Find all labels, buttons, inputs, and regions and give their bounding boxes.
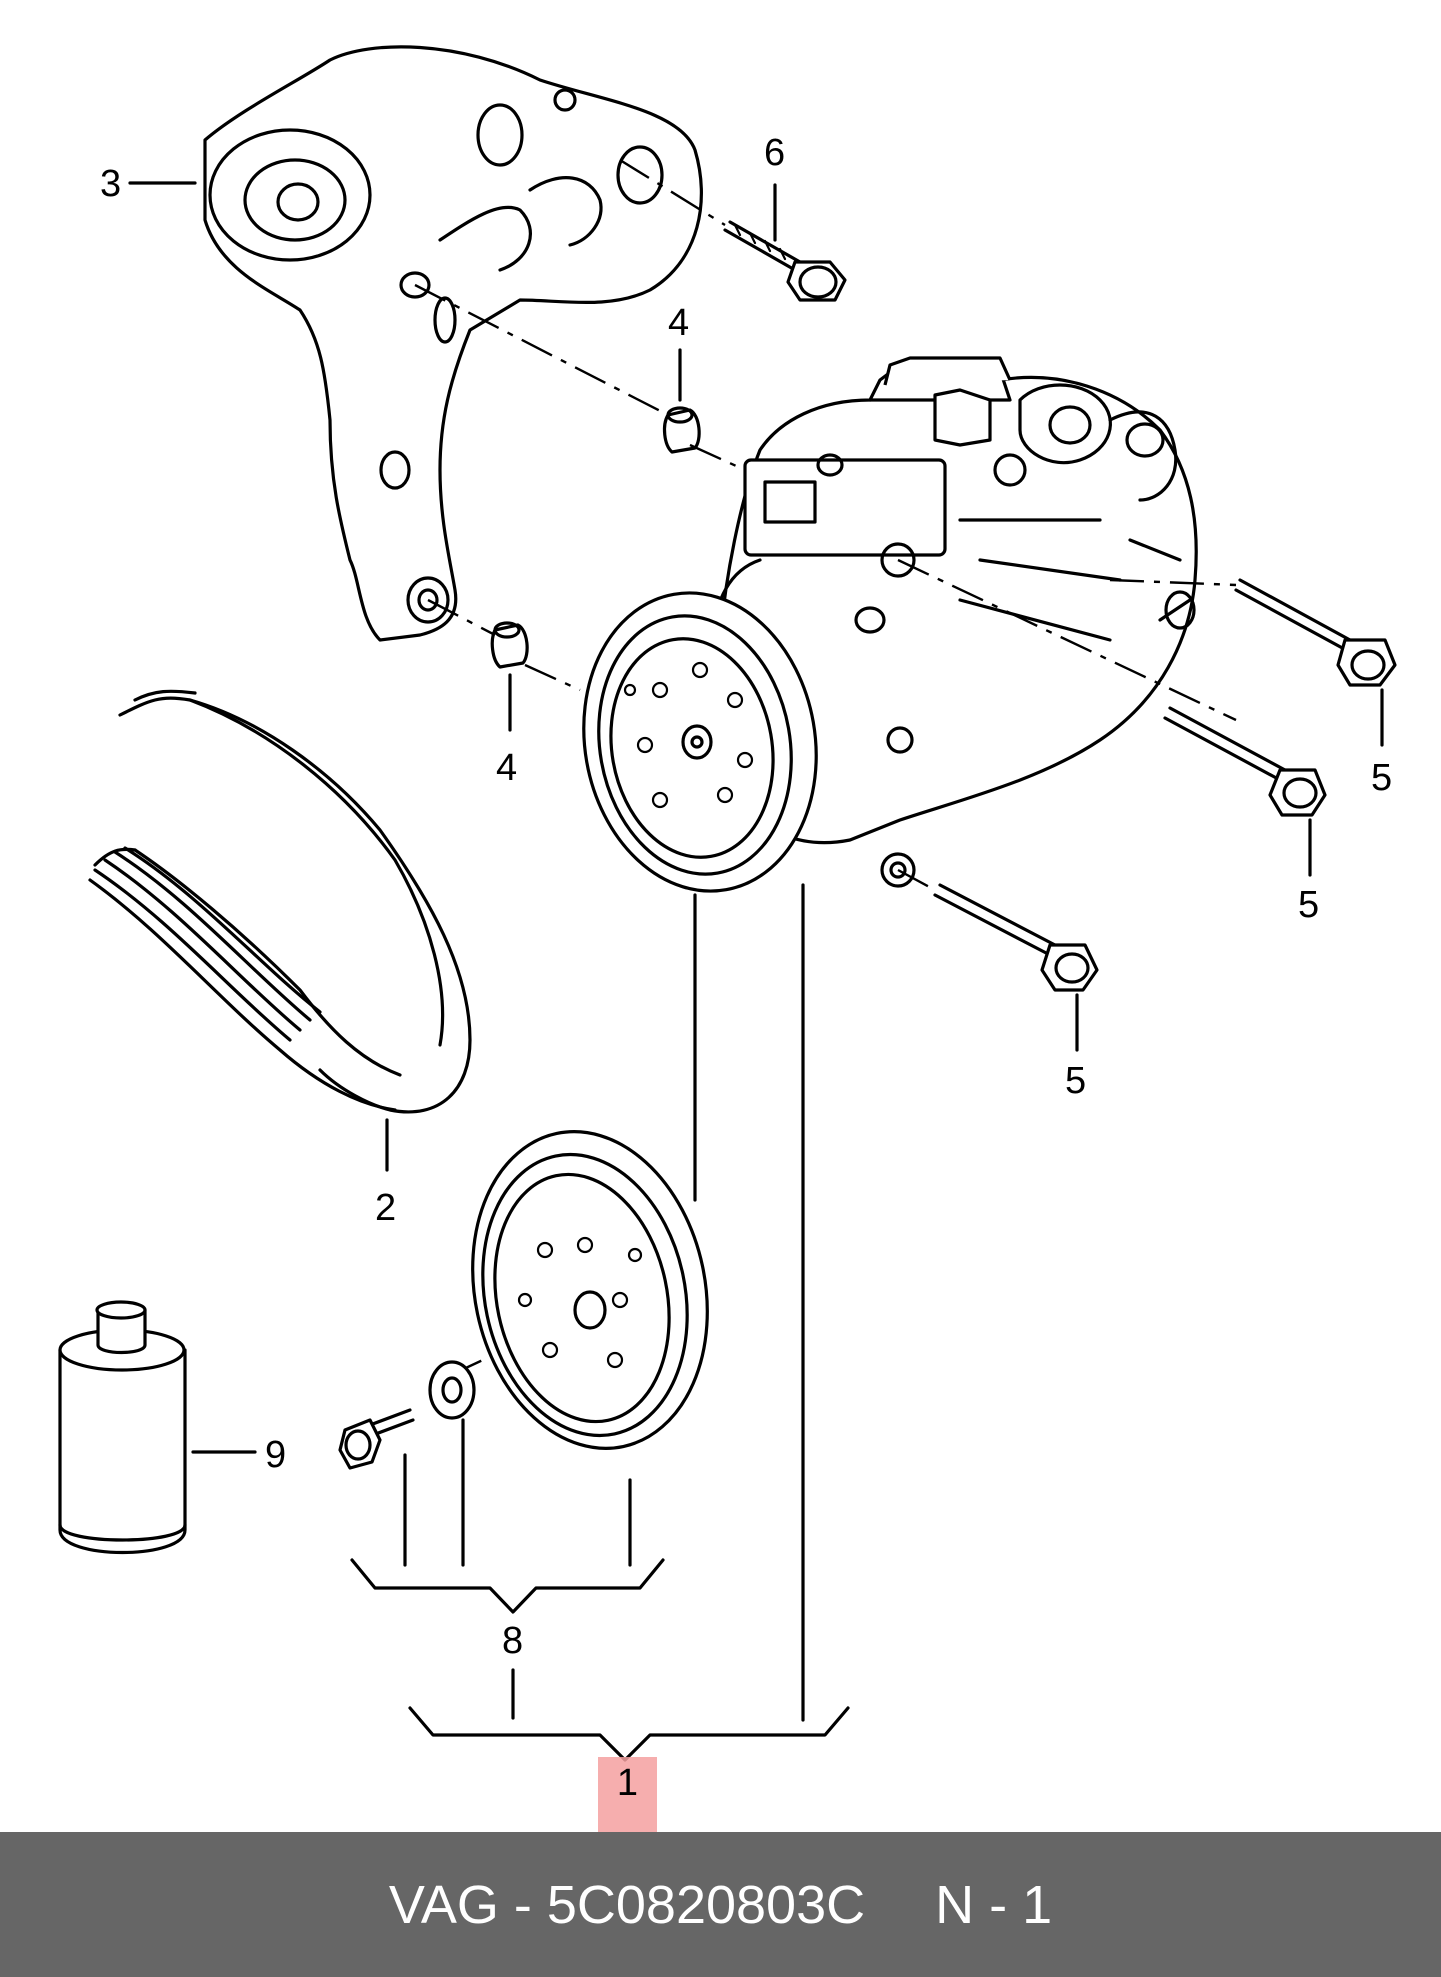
washer-8 bbox=[428, 1360, 476, 1420]
footer-part-number: 5C0820803C bbox=[546, 1874, 866, 1935]
spacer-4-lower bbox=[490, 621, 529, 669]
spacer-4-upper bbox=[662, 406, 701, 454]
footer-space bbox=[499, 1874, 514, 1936]
footer-position-prefix: N bbox=[935, 1874, 975, 1935]
callout-4-lower: 4 bbox=[496, 747, 517, 789]
bolt-5-middle bbox=[1163, 706, 1327, 817]
footer-space bbox=[532, 1874, 547, 1936]
compressor bbox=[710, 356, 1198, 888]
callout-9: 9 bbox=[265, 1434, 286, 1476]
highlight-marker bbox=[598, 1757, 657, 1832]
exploded-view-drawing: 3 6 4 4 5 5 5 2 9 8 bbox=[58, 45, 1397, 1762]
callout-6: 6 bbox=[764, 132, 785, 174]
receiver-drier-9 bbox=[58, 1300, 187, 1555]
callout-5-middle: 5 bbox=[1298, 884, 1319, 926]
bolt-5-lower bbox=[933, 883, 1099, 992]
footer-dash: - bbox=[513, 1874, 532, 1935]
callout-2: 2 bbox=[375, 1187, 396, 1229]
mounting-bracket bbox=[203, 45, 703, 642]
footer-space bbox=[974, 1874, 989, 1936]
compressor-pulley bbox=[582, 591, 818, 893]
callout-labels: 3 6 4 4 5 5 5 2 9 8 bbox=[100, 132, 1392, 1662]
bolt-6 bbox=[723, 220, 847, 302]
drive-belt bbox=[88, 689, 472, 1114]
callout-8: 8 bbox=[502, 1620, 523, 1662]
pulley-8 bbox=[471, 1130, 709, 1450]
footer-bar: VAG - 5C0820803C N - 1 bbox=[0, 1832, 1441, 1977]
callout-4-upper: 4 bbox=[668, 302, 689, 344]
footer-brand: VAG bbox=[388, 1874, 499, 1935]
bolt-8 bbox=[338, 1408, 415, 1470]
parts-diagram: 3 6 4 4 5 5 5 2 9 8 bbox=[58, 45, 1397, 1762]
callout-5-lower: 5 bbox=[1065, 1060, 1086, 1102]
callout-5-upper: 5 bbox=[1371, 757, 1392, 799]
callout-3: 3 bbox=[100, 163, 121, 205]
footer-space bbox=[1007, 1874, 1022, 1936]
callout-1: 1 bbox=[616, 1762, 639, 1804]
bolt-5-upper bbox=[1234, 578, 1397, 687]
leader-lines bbox=[128, 181, 1384, 1762]
footer-position-number: 1 bbox=[1022, 1874, 1053, 1935]
footer-dash-2: - bbox=[989, 1874, 1008, 1935]
